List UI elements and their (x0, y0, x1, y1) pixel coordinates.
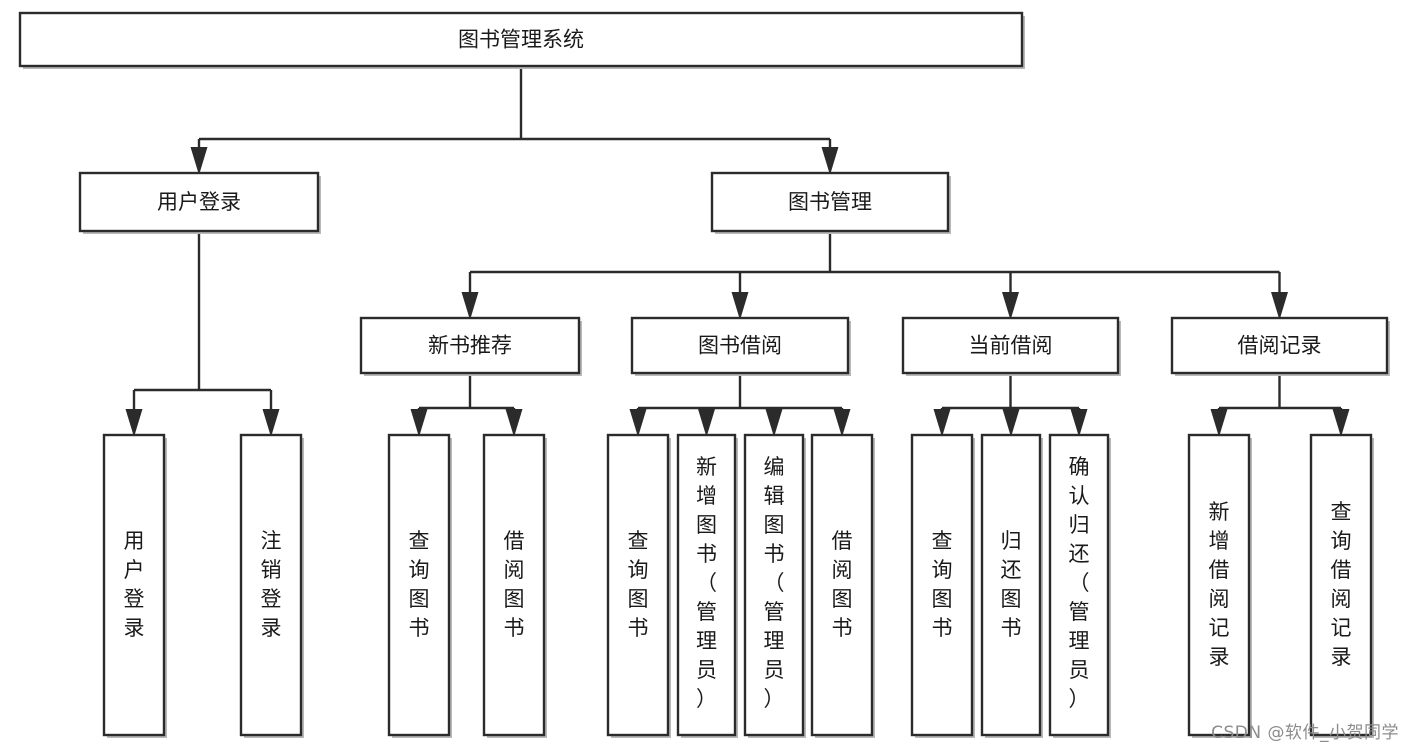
node-box[interactable] (810, 433, 874, 737)
node-label: 编辑图书（管理员） (764, 455, 785, 711)
node-label: 确认归还（管理员） (1069, 455, 1090, 711)
edges-layer (125, 66, 1350, 437)
node-leaf-query-record[interactable]: 查询借阅记录 (1309, 433, 1374, 738)
node-label: 新书推荐 (428, 334, 512, 358)
node-label: 图书管理系统 (458, 28, 584, 52)
node-label: 借阅图书 (832, 529, 853, 640)
node-leaf-add-record[interactable]: 新增借阅记录 (1187, 433, 1252, 738)
node-borrow-record[interactable]: 借阅记录 (1170, 316, 1390, 376)
node-box[interactable] (18, 11, 1024, 68)
edge-group-book-borrow (629, 373, 851, 437)
node-box[interactable] (1170, 316, 1389, 375)
node-box[interactable] (676, 433, 737, 737)
node-box[interactable] (239, 433, 303, 737)
node-user-login[interactable]: 用户登录 (78, 171, 321, 234)
node-leaf-borrow-book-2[interactable]: 借阅图书 (810, 433, 875, 738)
arrowhead-e-ul-leaf1 (125, 409, 143, 437)
node-label: 归还图书 (1001, 529, 1022, 640)
node-label: 借阅图书 (504, 529, 525, 640)
node-label: 查询借阅记录 (1331, 500, 1352, 669)
arrowhead-e-bm-book-borrow (731, 292, 749, 320)
arrowhead-e-nbr-leaf2 (505, 409, 523, 437)
arrowhead-e-br-leaf1 (1210, 409, 1228, 437)
node-box[interactable] (1309, 433, 1373, 737)
node-box[interactable] (606, 433, 670, 737)
node-box[interactable] (482, 433, 546, 737)
node-box[interactable] (102, 433, 166, 737)
node-label: 新增图书（管理员） (696, 455, 717, 711)
node-box[interactable] (710, 171, 950, 233)
edge-group-book-manage (461, 231, 1288, 320)
node-label: 用户登录 (124, 529, 145, 640)
node-label: 查询图书 (628, 529, 649, 640)
node-current-borrow[interactable]: 当前借阅 (901, 316, 1121, 376)
node-leaf-return-book[interactable]: 归还图书 (980, 433, 1043, 738)
arrowhead-e-root-user-login (190, 147, 208, 175)
node-label: 借阅记录 (1238, 334, 1322, 358)
arrowhead-e-bb-leaf2 (698, 409, 715, 437)
arrowhead-e-bm-new-book-rec (461, 292, 479, 320)
node-label: 用户登录 (157, 190, 241, 214)
edge-group-borrow-record (1210, 373, 1350, 437)
arrowhead-e-ul-leaf2 (262, 409, 280, 437)
edge-group-new-book-rec (410, 373, 523, 437)
arrowhead-e-bb-leaf1 (629, 409, 647, 437)
edge-group-user-login (125, 231, 280, 437)
node-box[interactable] (387, 433, 451, 737)
arrowhead-e-bb-leaf3 (765, 409, 783, 437)
node-leaf-logout[interactable]: 注销登录 (239, 433, 304, 738)
node-box[interactable] (78, 171, 320, 233)
node-leaf-query-book-2[interactable]: 查询图书 (606, 433, 671, 738)
node-leaf-borrow-book-1[interactable]: 借阅图书 (482, 433, 547, 738)
arrowhead-e-cb-leaf2 (1002, 409, 1020, 437)
arrowhead-e-cb-leaf3 (1070, 409, 1088, 437)
node-label: 图书借阅 (698, 334, 782, 358)
node-leaf-query-book-1[interactable]: 查询图书 (387, 433, 452, 738)
arrowhead-e-bm-borrow-record (1271, 292, 1288, 320)
node-book-manage[interactable]: 图书管理 (710, 171, 951, 234)
node-leaf-user-login[interactable]: 用户登录 (102, 433, 167, 738)
node-leaf-confirm-return[interactable]: 确认归还（管理员） (1048, 433, 1111, 738)
arrowhead-e-nbr-leaf1 (410, 409, 428, 437)
node-box[interactable] (910, 433, 974, 737)
node-box[interactable] (743, 433, 805, 737)
node-label: 查询图书 (409, 529, 430, 640)
node-label: 查询图书 (932, 529, 953, 640)
node-leaf-add-book[interactable]: 新增图书（管理员） (676, 433, 738, 738)
node-leaf-edit-book[interactable]: 编辑图书（管理员） (743, 433, 806, 738)
arrowhead-e-cb-leaf1 (933, 409, 951, 437)
arrowhead-e-bb-leaf4 (833, 409, 851, 437)
arrowhead-e-bm-current-borrow (1002, 292, 1019, 320)
edge-group-root (190, 66, 839, 175)
node-label: 新增借阅记录 (1209, 500, 1230, 669)
nodes-layer: 图书管理系统用户登录图书管理新书推荐图书借阅当前借阅借阅记录用户登录注销登录查询… (18, 11, 1390, 738)
node-box[interactable] (1048, 433, 1110, 737)
node-label: 注销登录 (261, 529, 282, 640)
node-leaf-query-book-3[interactable]: 查询图书 (910, 433, 975, 738)
node-box[interactable] (980, 433, 1042, 737)
node-book-borrow[interactable]: 图书借阅 (630, 316, 851, 376)
node-new-book-rec[interactable]: 新书推荐 (359, 316, 582, 376)
node-box[interactable] (359, 316, 581, 375)
node-root[interactable]: 图书管理系统 (18, 11, 1025, 69)
node-label: 图书管理 (788, 190, 872, 214)
node-label: 当前借阅 (969, 334, 1053, 358)
edge-group-current-borrow (933, 373, 1088, 437)
node-box[interactable] (630, 316, 850, 375)
node-box[interactable] (901, 316, 1120, 375)
node-box[interactable] (1187, 433, 1251, 737)
arrowhead-e-root-book-manage (821, 147, 839, 175)
arrowhead-e-br-leaf2 (1332, 409, 1350, 437)
